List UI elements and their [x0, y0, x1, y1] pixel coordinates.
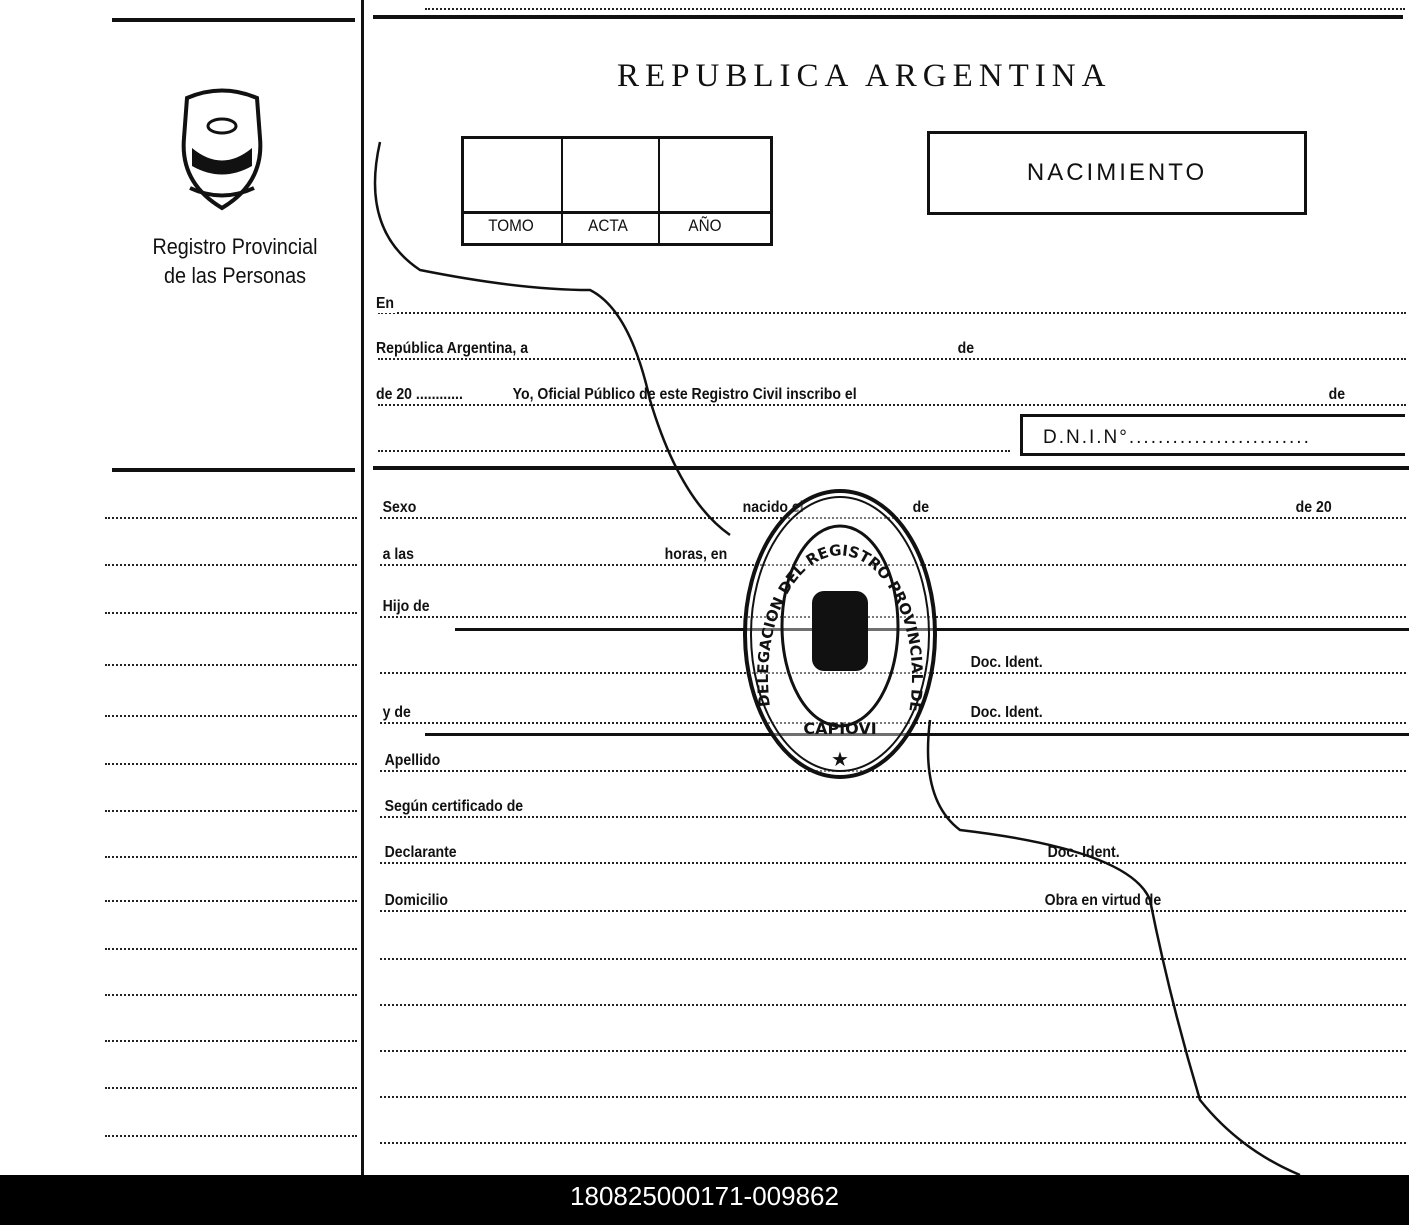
strike-line-1 [455, 628, 1409, 631]
sidebar-line[interactable] [105, 1087, 357, 1089]
main-top-rule [373, 15, 1403, 19]
sidebar-top-rule [112, 18, 355, 22]
de3-label: de [910, 499, 932, 517]
form-line[interactable] [380, 910, 1406, 912]
official-stamp: DELEGACION DEL REGISTRO PROVINCIAL DE LA… [740, 486, 937, 779]
sexo-label: Sexo [380, 499, 419, 517]
form-line[interactable] [380, 1050, 1406, 1052]
en-line[interactable] [378, 312, 1406, 314]
inscribo-line[interactable] [378, 404, 1406, 406]
sidebar-line[interactable] [105, 1040, 357, 1042]
sidebar-line[interactable] [105, 517, 357, 519]
tomo-label: TOMO [488, 216, 534, 235]
segun-label: Según certificado de [382, 798, 526, 816]
form-line[interactable] [380, 770, 1406, 772]
sidebar-line[interactable] [105, 763, 357, 765]
a-las-label: a las [380, 546, 417, 564]
dni-field[interactable]: D.N.I.N°......................... [1020, 414, 1405, 456]
sidebar-line[interactable] [105, 612, 357, 614]
en-label: En [376, 295, 397, 313]
province-coat-of-arms-logo [181, 88, 263, 211]
ano-label: AÑO [688, 216, 722, 235]
registry-name: Registro Provincial de las Personas [123, 232, 348, 290]
de-20-label: de 20 ............ [376, 386, 466, 404]
form-line[interactable] [380, 958, 1406, 960]
stamp-city: CAPIOVI [803, 719, 876, 738]
acta-label: ACTA [588, 216, 628, 235]
sidebar-line[interactable] [105, 856, 357, 858]
domicilio-label: Domicilio [382, 892, 451, 910]
form-line[interactable] [380, 1142, 1406, 1144]
form-line[interactable] [380, 564, 1406, 566]
column-divider [361, 0, 364, 1175]
y-de-label: y de [380, 704, 414, 722]
registry-name-line2: de las Personas [163, 263, 306, 288]
de-20-label: de 20 [1293, 499, 1335, 517]
oficial-publico-label: Yo, Oficial Público de este Registro Civ… [510, 386, 860, 404]
horas-en-label: horas, en [662, 546, 730, 564]
blank-line[interactable] [378, 450, 1010, 452]
obra-label: Obra en virtud de [1042, 892, 1164, 910]
sidebar-mid-rule [112, 468, 355, 472]
sidebar-line[interactable] [105, 900, 357, 902]
sidebar-line[interactable] [105, 948, 357, 950]
doc-ident1-label: Doc. Ident. [968, 654, 1046, 672]
de-label: de [955, 340, 977, 358]
republica-label: República Argentina, a [376, 340, 531, 358]
form-line[interactable] [380, 862, 1406, 864]
apellido-label: Apellido [382, 752, 443, 770]
form-line[interactable] [380, 616, 1406, 618]
sidebar-line[interactable] [105, 994, 357, 996]
tomo-acta-ano-box [461, 136, 773, 246]
declarante-label: Declarante [382, 844, 460, 862]
sidebar-line[interactable] [105, 715, 357, 717]
form-line[interactable] [380, 1096, 1406, 1098]
document-id-footer: 180825000171-009862 [0, 1175, 1409, 1225]
form-line[interactable] [380, 672, 1406, 674]
sidebar-line[interactable] [105, 664, 357, 666]
registry-name-line1: Registro Provincial [152, 234, 318, 259]
sidebar-line[interactable] [105, 1135, 357, 1137]
doc-ident2-label: Doc. Ident. [968, 704, 1046, 722]
svg-text:★: ★ [831, 749, 849, 771]
de-label-2: de [1326, 386, 1348, 404]
form-line[interactable] [380, 722, 1406, 724]
sidebar-line[interactable] [105, 564, 357, 566]
main-mid-rule [373, 466, 1409, 470]
country-title: REPUBLICA ARGENTINA [617, 58, 1112, 94]
record-type-box: NACIMIENTO [927, 131, 1307, 215]
top-dotted-line [425, 8, 1405, 10]
sidebar-line[interactable] [105, 810, 357, 812]
form-line[interactable] [380, 816, 1406, 818]
fecha-line[interactable] [378, 358, 1406, 360]
strike-line-2 [425, 733, 1409, 736]
hijo-de-label: Hijo de [380, 598, 433, 616]
form-line[interactable] [380, 1004, 1406, 1006]
handwritten-cancel-stroke [373, 141, 1301, 1175]
